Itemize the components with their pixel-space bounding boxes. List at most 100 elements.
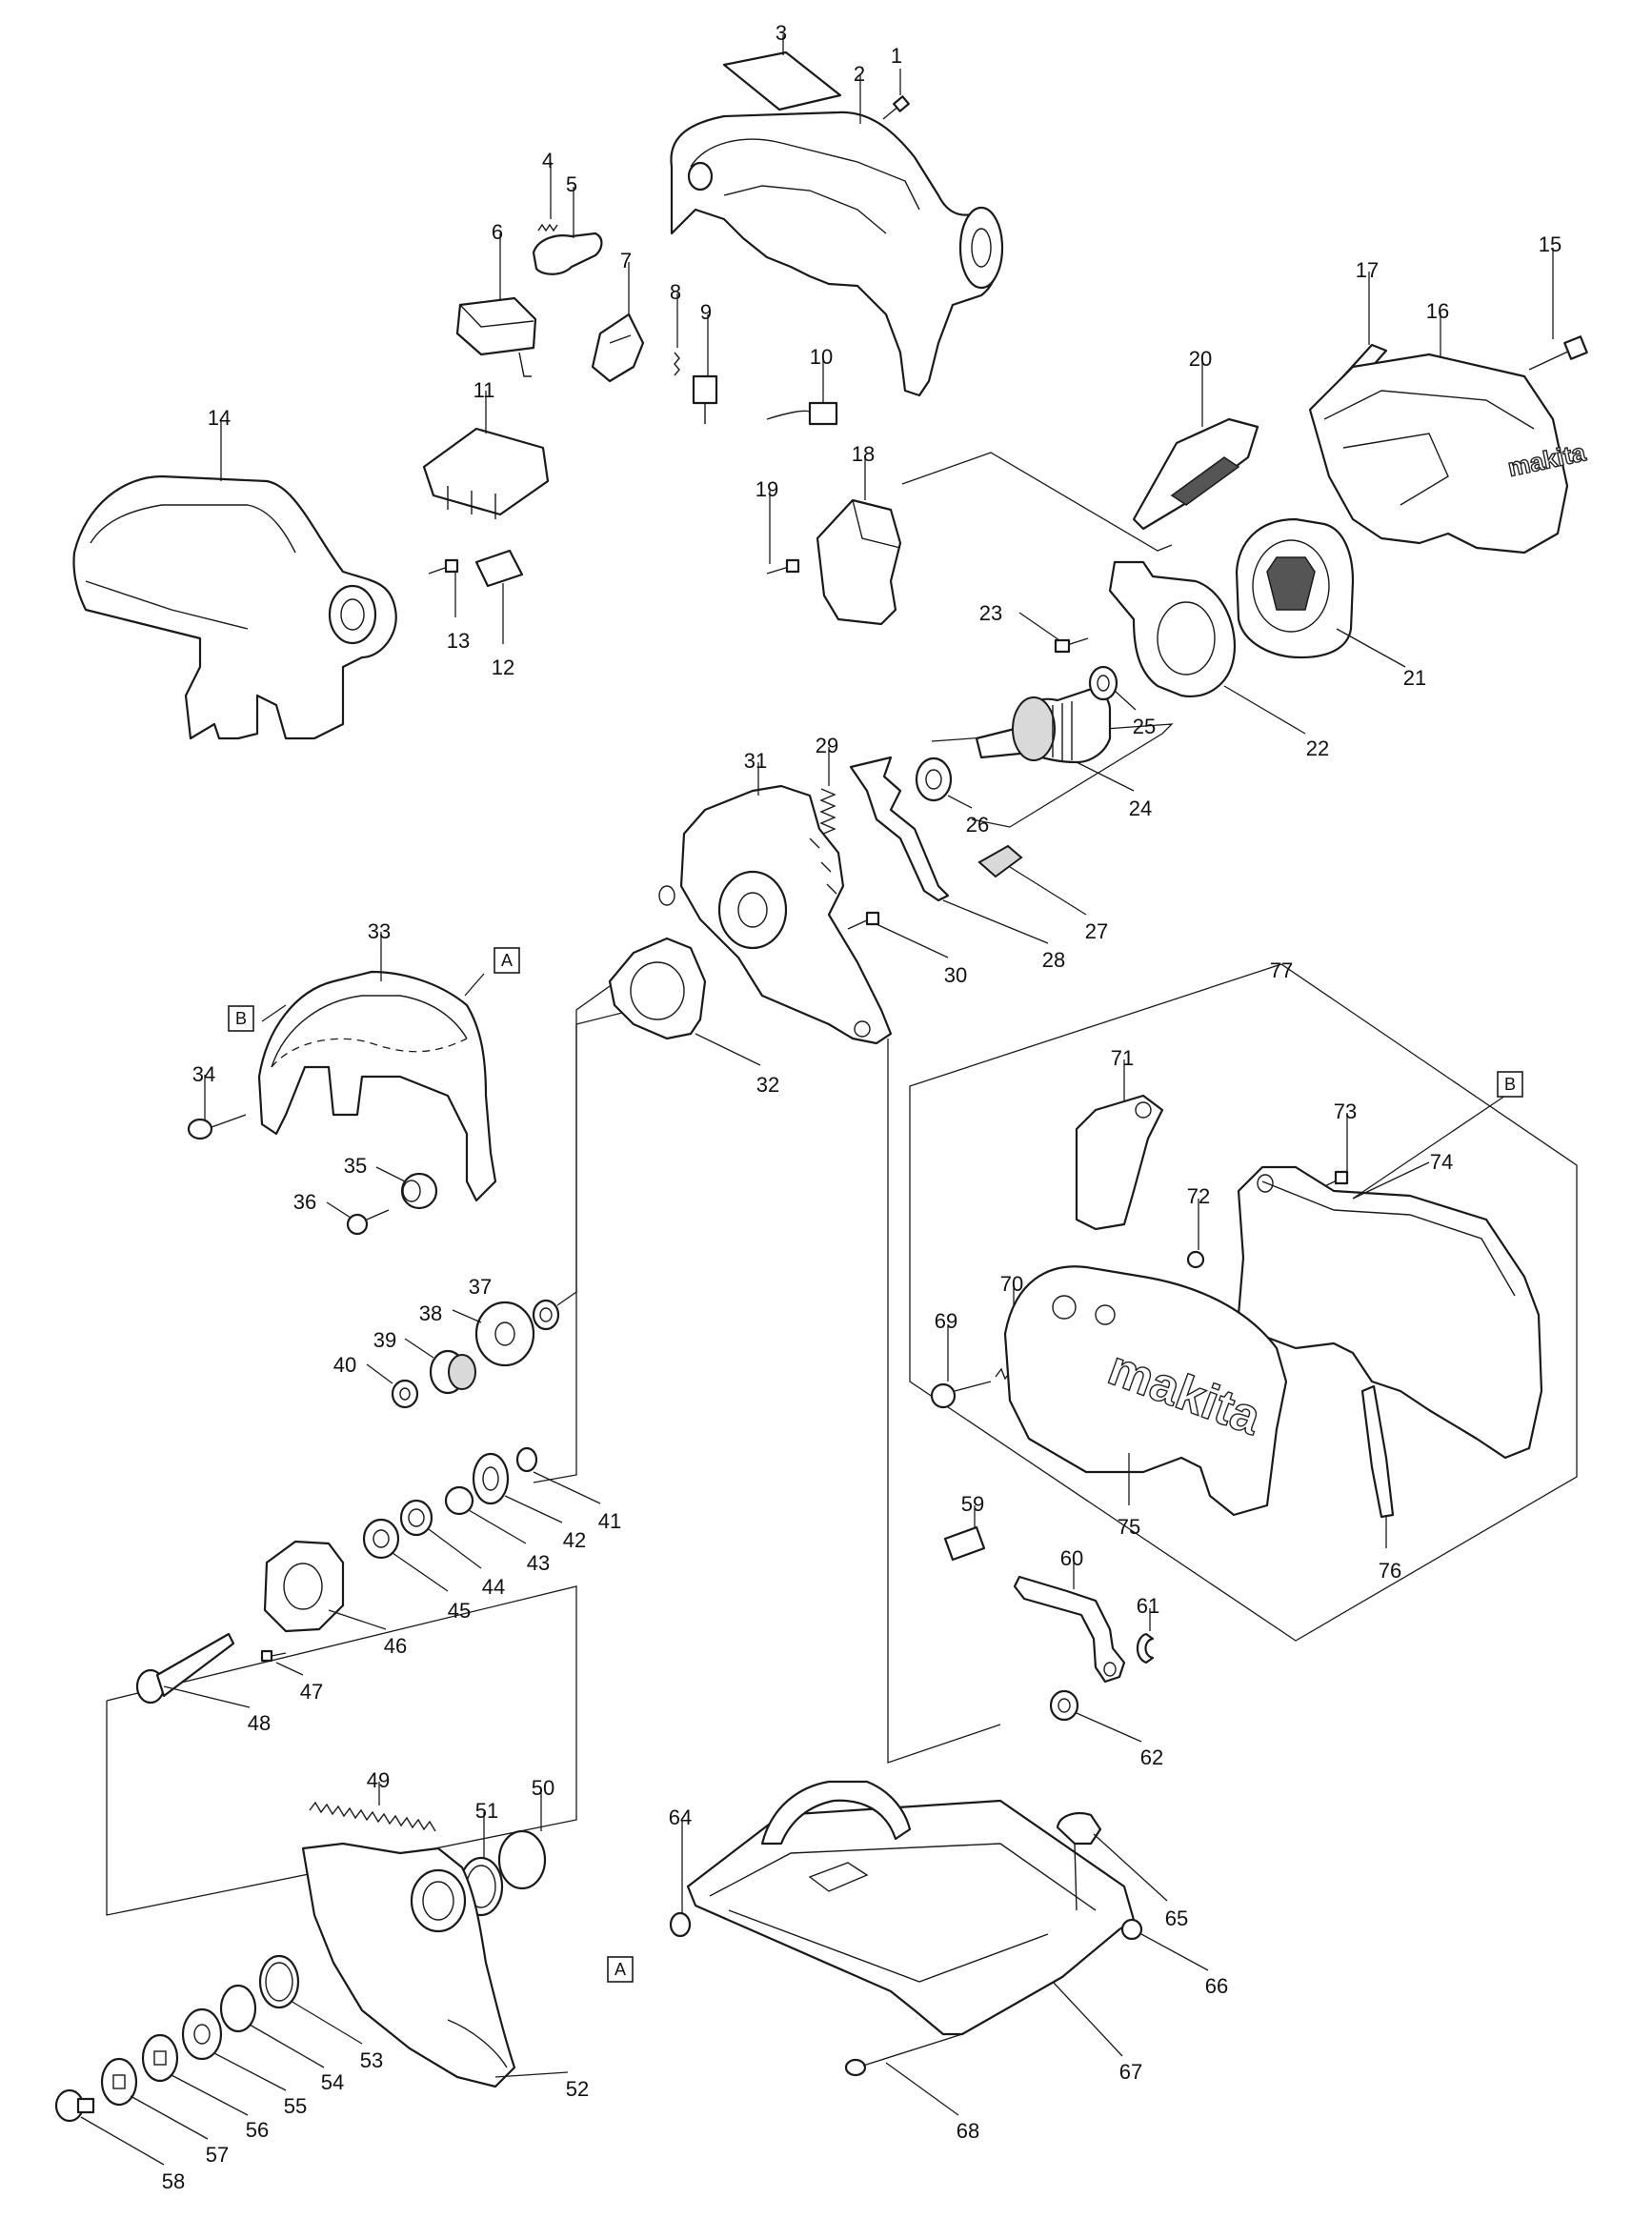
callout-70: 70 <box>1000 1272 1023 1296</box>
callout-59: 59 <box>961 1492 984 1516</box>
callout-72: 72 <box>1187 1184 1210 1208</box>
part-4-spring <box>537 162 558 232</box>
callout-15: 15 <box>1539 232 1561 256</box>
part-28-lever <box>849 756 1049 944</box>
callout-48: 48 <box>248 1711 271 1735</box>
callout-24: 24 <box>1129 797 1152 820</box>
part-23-screw <box>1018 612 1089 654</box>
callout-36: 36 <box>293 1190 316 1214</box>
callout-40: 40 <box>333 1353 356 1377</box>
callout-8: 8 <box>670 280 681 304</box>
callout-42: 42 <box>563 1528 586 1552</box>
callout-53: 53 <box>360 2048 383 2072</box>
part-62-nut <box>1049 1689 1142 1743</box>
part-42-gear <box>472 1452 563 1523</box>
part-6-lever <box>455 233 537 377</box>
part-19-screw <box>766 491 800 575</box>
part-10-lead <box>766 358 838 426</box>
callout-28: 28 <box>1042 948 1065 972</box>
part-18-cover <box>816 455 902 626</box>
callout-62: 62 <box>1140 1745 1163 1769</box>
ref-box-label: B <box>1504 1075 1516 1094</box>
part-60-lever <box>1013 1560 1126 1684</box>
set-outline-spindle <box>106 1585 577 1916</box>
ref-box-label: A <box>614 1960 626 1979</box>
ref-box-a: A <box>494 947 520 974</box>
callout-75: 75 <box>1118 1515 1140 1539</box>
part-7-holder <box>591 262 645 383</box>
callout-51: 51 <box>475 1799 498 1823</box>
part-39-pinion <box>404 1338 476 1395</box>
callout-46: 46 <box>384 1634 407 1658</box>
callout-18: 18 <box>852 442 875 466</box>
part-46-bearing-box <box>263 1540 387 1633</box>
part-11-terminal <box>422 391 550 519</box>
callout-76: 76 <box>1379 1559 1401 1583</box>
callout-2: 2 <box>854 62 865 86</box>
callout-47: 47 <box>300 1680 323 1704</box>
callout-61: 61 <box>1137 1594 1159 1618</box>
part-38-gear <box>452 1301 535 1367</box>
part-58-bolt <box>54 2088 165 2166</box>
ref-box-b: B <box>228 1005 254 1032</box>
callout-38: 38 <box>419 1301 442 1325</box>
callout-68: 68 <box>957 2119 979 2143</box>
part-49-spring <box>309 1782 436 1832</box>
part-69-screw <box>930 1324 992 1409</box>
part-35-collar <box>375 1166 438 1210</box>
set-outline-motor <box>901 452 1173 552</box>
callout-14: 14 <box>208 406 231 430</box>
callout-4: 4 <box>542 149 554 172</box>
callout-56: 56 <box>246 2118 269 2142</box>
part-53-ring <box>258 1954 363 2045</box>
part-16-motor-housing: makita <box>1308 313 1589 555</box>
part-50-collar <box>497 1789 547 1890</box>
part-24-armature <box>975 688 1135 792</box>
part-20-cover <box>1132 360 1259 531</box>
leader-31-base <box>887 1039 1001 1764</box>
callout-32: 32 <box>756 1073 779 1097</box>
callout-73: 73 <box>1334 1099 1357 1123</box>
part-55-flange <box>181 2007 287 2091</box>
part-61-ring <box>1136 1608 1155 1664</box>
callout-22: 22 <box>1306 736 1329 760</box>
part-74-guard <box>1237 1095 1543 1460</box>
part-65-thumb-screw <box>1056 1811 1168 1911</box>
ref-box-b: B <box>1497 1071 1523 1098</box>
callout-35: 35 <box>344 1154 367 1178</box>
part-34-screw <box>187 1075 247 1140</box>
callout-43: 43 <box>527 1551 550 1575</box>
callout-39: 39 <box>373 1328 396 1352</box>
callout-37: 37 <box>469 1275 492 1299</box>
part-67-base <box>686 1780 1136 2057</box>
part-12-label <box>474 549 524 644</box>
ref-box-label: B <box>235 1009 247 1028</box>
callout-57: 57 <box>206 2143 229 2167</box>
callout-54: 54 <box>321 2070 344 2094</box>
callout-9: 9 <box>700 300 712 324</box>
callout-29: 29 <box>816 734 838 757</box>
callout-6: 6 <box>492 220 503 244</box>
callout-26: 26 <box>966 813 989 837</box>
part-54-ring <box>219 1984 325 2068</box>
part-44-seal <box>399 1499 482 1569</box>
leader-32-down <box>533 1009 635 1483</box>
callout-27: 27 <box>1085 919 1108 943</box>
part-30-screw <box>847 911 949 958</box>
part-47-screw <box>260 1649 304 1676</box>
callout-16: 16 <box>1426 299 1449 323</box>
part-66-nut <box>1120 1918 1209 1971</box>
part-64-washer <box>669 1820 692 1938</box>
part-56-flange <box>141 2033 249 2116</box>
callout-1: 1 <box>891 44 902 68</box>
part-5-lock-button <box>532 187 603 275</box>
part-21-field <box>1235 517 1406 668</box>
part-31-gear-housing <box>658 762 893 1045</box>
ref-box-label: A <box>501 951 513 970</box>
part-33-blade-guard <box>257 932 497 1202</box>
part-45-bearing <box>362 1518 449 1592</box>
callout-60: 60 <box>1060 1546 1083 1570</box>
part-48-spindle <box>135 1632 251 1708</box>
part-36-screw <box>326 1201 390 1236</box>
